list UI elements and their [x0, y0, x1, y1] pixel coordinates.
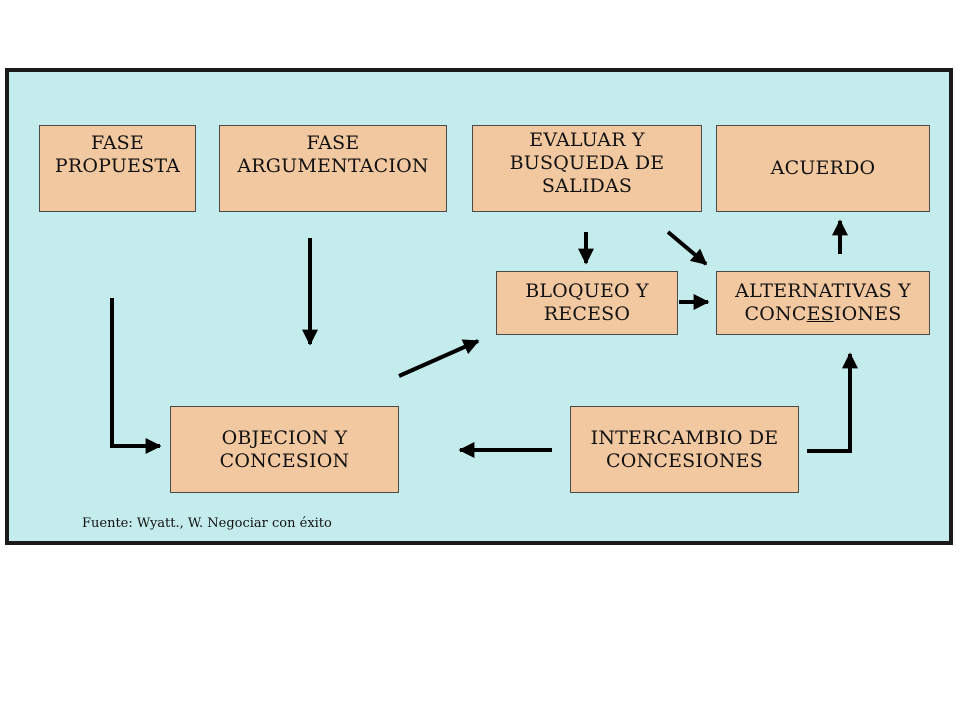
box-acuerdo: ACUERDO [716, 125, 930, 212]
box-bloqueo-receso: BLOQUEO Y RECESO [496, 271, 678, 335]
source-note: Fuente: Wyatt., W. Negociar con éxito [82, 516, 332, 531]
alternativas-line2-pre: CONC [744, 303, 807, 325]
alternativas-line1: ALTERNATIVAS Y [735, 280, 911, 302]
arrow-intercambio-to-alternativas [807, 352, 858, 453]
arrow-objecion-to-bloqueo [398, 339, 480, 378]
box-objecion-concesion: OBJECION Y CONCESION [170, 406, 399, 493]
arrow-propuesta-to-objecion [110, 298, 162, 454]
alternativas-line2-underlined: ES [806, 303, 834, 325]
alternativas-line2: CONCESIONES [745, 303, 902, 326]
box-evaluar-busqueda-salidas: EVALUAR Y BUSQUEDA DE SALIDAS [472, 125, 702, 212]
box-alternativas-concesiones: ALTERNATIVAS Y CONCESIONES [716, 271, 930, 335]
box-fase-argumentacion: FASE ARGUMENTACION [219, 125, 447, 212]
box-intercambio-concesiones: INTERCAMBIO DE CONCESIONES [570, 406, 799, 493]
arrow-evaluar-to-alternativas [666, 230, 708, 266]
alternativas-line2-post: IONES [833, 303, 902, 325]
box-fase-propuesta: FASE PROPUESTA [39, 125, 196, 212]
